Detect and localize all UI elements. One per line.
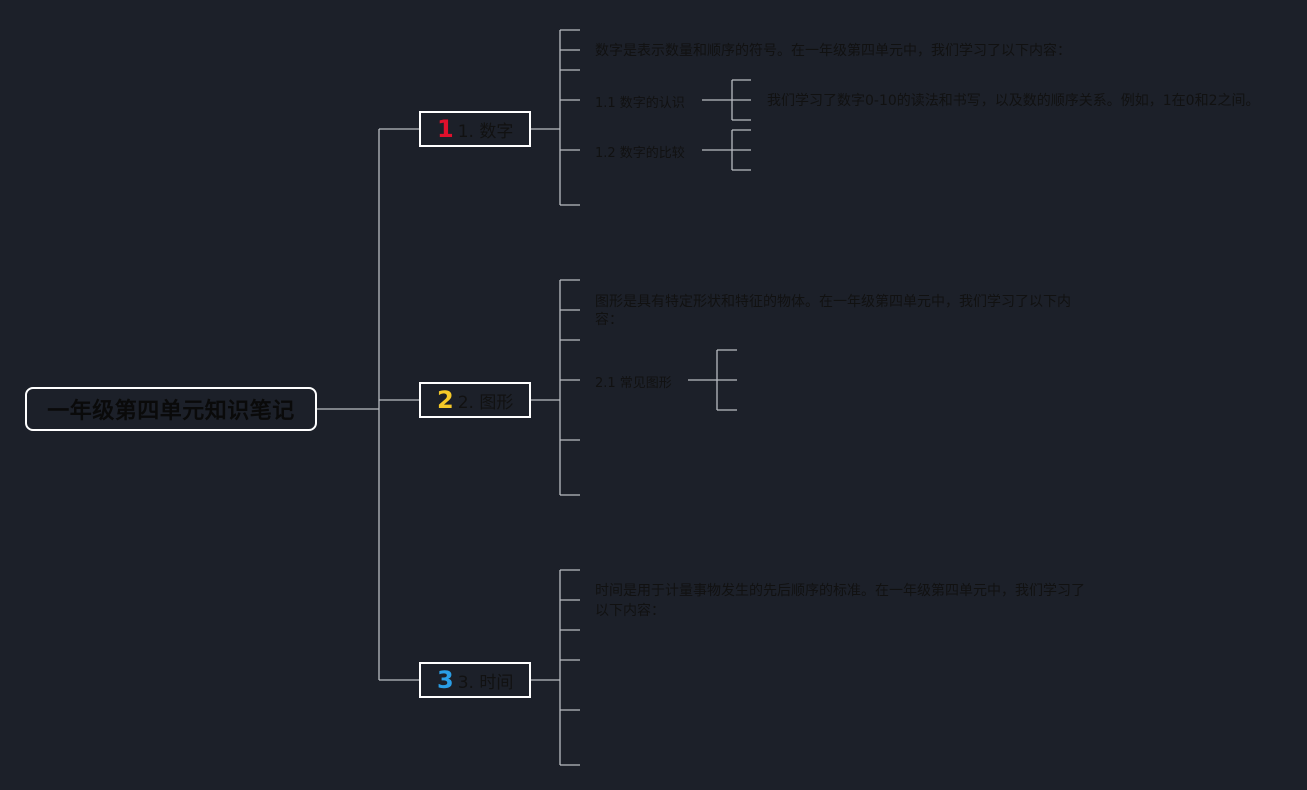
subtopic-1-1-detail: 我们学习了数字0-10的读法和书写，以及数的顺序关系。例如，1在0和2之间。 [767, 93, 1260, 109]
root-title: 一年级第四单元知识笔记 [47, 399, 295, 424]
branch-label-shapes: 2. 图形 [457, 392, 514, 413]
number-two-badge-icon: 2 [437, 386, 454, 414]
branch-1-intro: 数字是表示数量和顺序的符号。在一年级第四单元中，我们学习了以下内容： [595, 43, 1071, 59]
branch-2-intro-line-2: 容： [595, 312, 623, 328]
number-one-badge-icon: 1 [437, 115, 454, 143]
subtopic-2-1-label[interactable]: 2.1 常见图形 [595, 376, 672, 391]
branch-label-numbers: 1. 数字 [457, 121, 514, 142]
subtopic-1-1-label[interactable]: 1.1 数字的认识 [595, 96, 685, 111]
root-node[interactable]: 一年级第四单元知识笔记 [25, 387, 317, 431]
branch-node-time[interactable]: 3 3. 时间 [419, 662, 531, 698]
branch-node-numbers[interactable]: 1 1. 数字 [419, 111, 531, 147]
branch-label-time: 3. 时间 [457, 672, 514, 693]
branch-3-intro-line-1: 时间是用于计量事物发生的先后顺序的标准。在一年级第四单元中，我们学习了 [595, 583, 1085, 599]
branch-2-intro-line-1: 图形是具有特定形状和特征的物体。在一年级第四单元中，我们学习了以下内 [595, 294, 1071, 310]
branch-node-shapes[interactable]: 2 2. 图形 [419, 382, 531, 418]
subtopic-1-2-label[interactable]: 1.2 数字的比较 [595, 146, 685, 161]
number-three-badge-icon: 3 [437, 666, 454, 694]
branch-3-intro-line-2: 以下内容： [595, 603, 665, 619]
